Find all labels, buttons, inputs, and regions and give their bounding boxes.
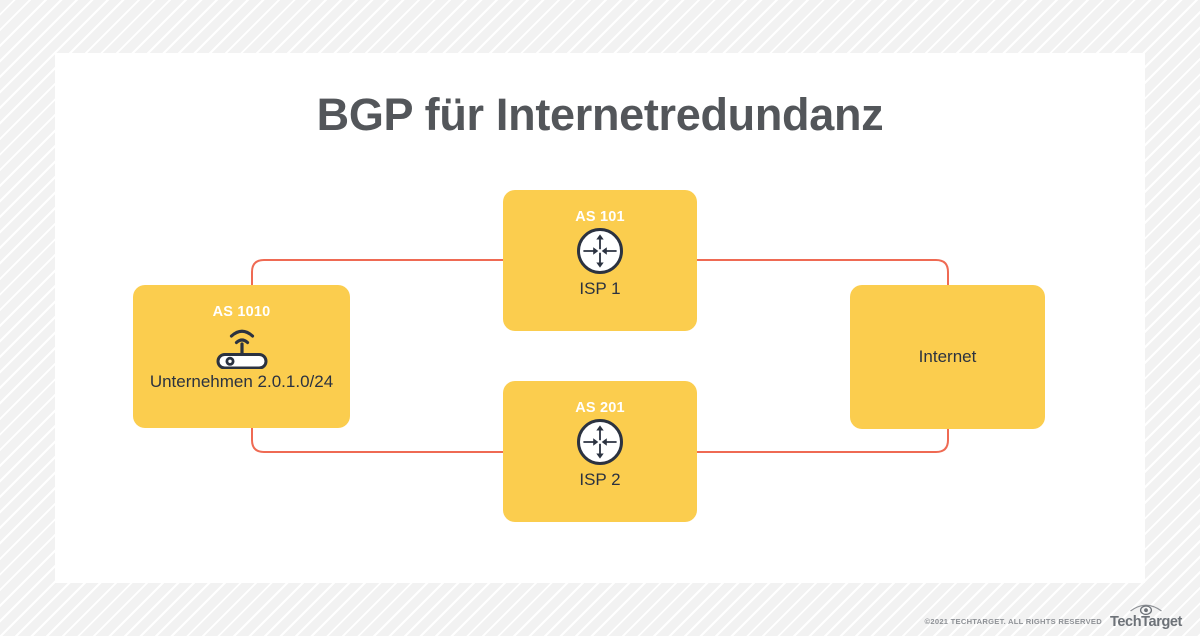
techtarget-wordmark: TechTarget (1109, 614, 1182, 630)
node-isp2-as-label: AS 201 (575, 400, 625, 416)
node-internet[interactable]: Internet (850, 285, 1045, 429)
node-isp1[interactable]: AS 101 ISP 1 (503, 190, 697, 331)
node-isp2-name: ISP 2 (579, 470, 621, 489)
node-isp1-name: ISP 1 (579, 279, 621, 298)
wireless-router-icon (133, 323, 350, 369)
page-title: BGP für Internetredundanz (316, 89, 884, 140)
node-enterprise-name: Unternehmen 2.0.1.0/24 (149, 372, 334, 391)
node-enterprise[interactable]: AS 1010 Unternehmen 2.0.1.0/24 (133, 285, 350, 428)
router-icon (503, 418, 697, 466)
node-isp2[interactable]: AS 201 ISP 2 (503, 381, 697, 522)
techtarget-logo: TechTarget (1110, 602, 1182, 630)
techtarget-eye-icon (1130, 604, 1162, 615)
footer: ©2021 TECHTARGET. ALL RIGHTS RESERVED Te… (925, 602, 1182, 630)
router-icon (503, 227, 697, 275)
node-isp1-as-label: AS 101 (575, 209, 625, 225)
node-enterprise-as-label: AS 1010 (212, 304, 271, 320)
copyright-text: ©2021 TECHTARGET. ALL RIGHTS RESERVED (924, 617, 1102, 626)
node-internet-name: Internet (918, 347, 977, 366)
